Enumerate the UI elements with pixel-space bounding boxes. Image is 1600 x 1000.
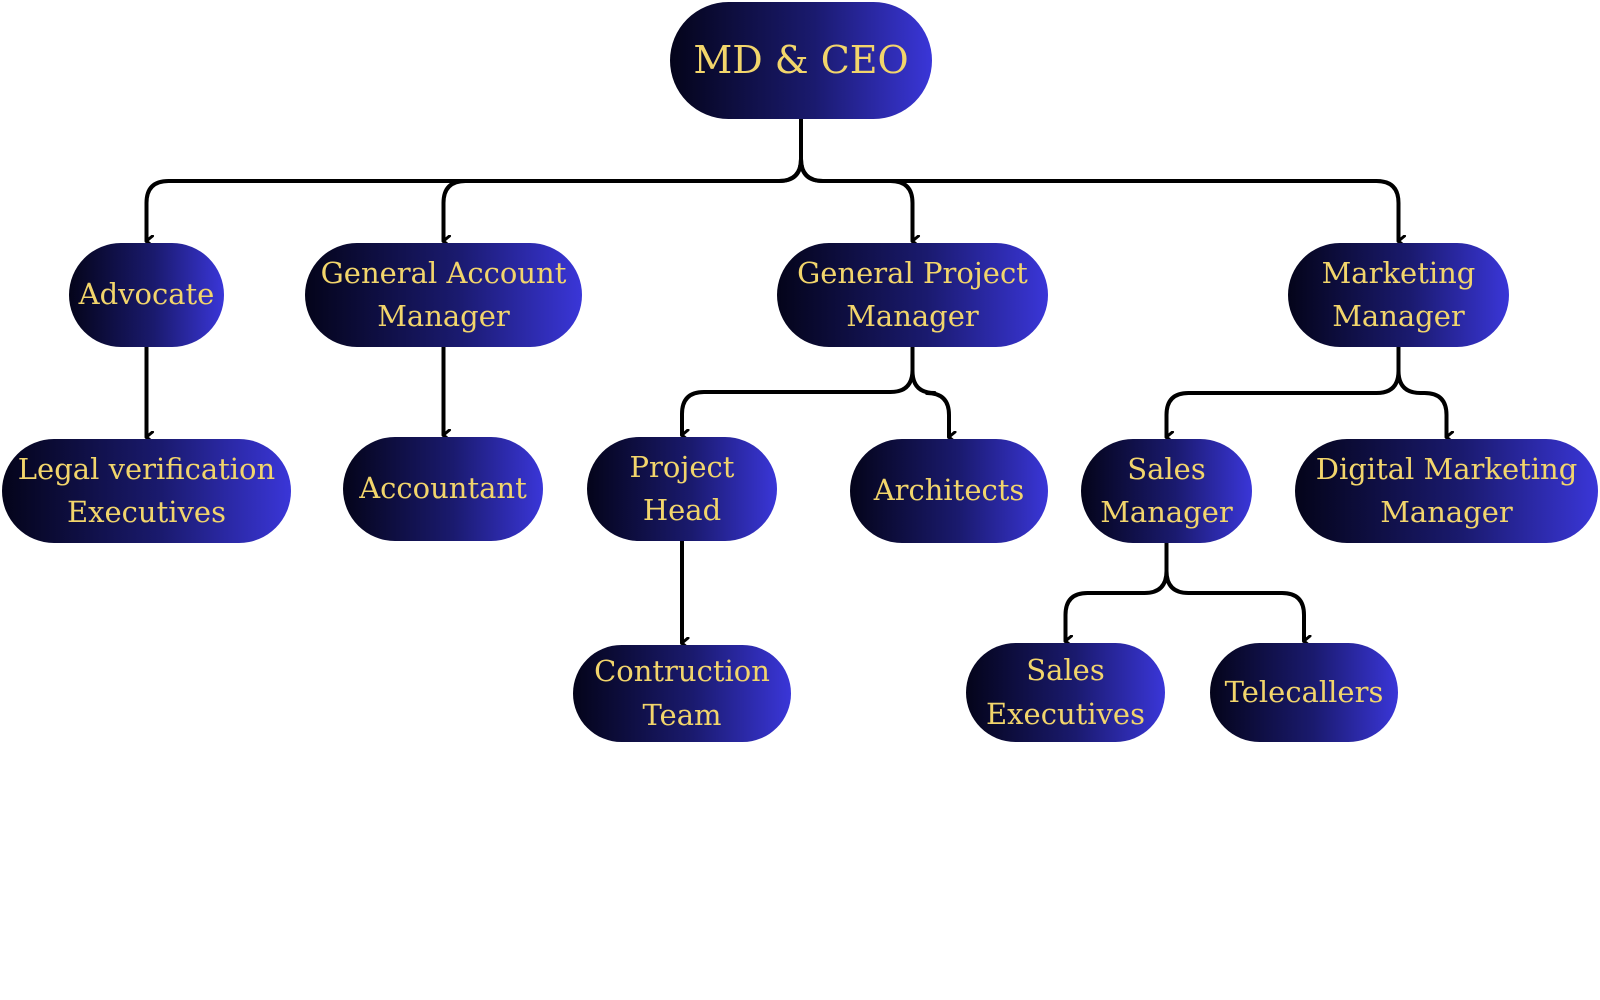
connector-md_ceo-to-general_account_manager — [441, 117, 803, 241]
node-marketing-manager: Marketing Manager — [1288, 243, 1509, 347]
node-general-project-manager: General Project Manager — [777, 243, 1048, 347]
node-project-head: Project Head — [587, 437, 777, 541]
node-label: Digital Marketing Manager — [1315, 451, 1578, 530]
connector-sales_manager-to-sales_executives — [1063, 541, 1169, 641]
node-general-account-manager: General Account Manager — [305, 243, 582, 347]
node-accountant: Accountant — [343, 437, 543, 541]
node-label: General Project Manager — [797, 255, 1028, 334]
node-label: Marketing Manager — [1321, 255, 1476, 334]
node-legal-verification-executives: Legal verification Executives — [2, 439, 291, 543]
node-contruction-team: Contruction Team — [573, 645, 791, 742]
node-label: Telecallers — [1224, 674, 1384, 709]
node-label: General Account Manager — [320, 255, 567, 334]
node-label: Contruction Team — [594, 654, 770, 732]
node-label: Sales Manager — [1100, 451, 1233, 530]
node-label: Accountant — [359, 471, 527, 506]
node-sales-executives: Sales Executives — [966, 643, 1165, 742]
connector-general_project_manager-to-architects — [910, 345, 950, 437]
node-telecallers: Telecallers — [1210, 643, 1398, 742]
node-label: MD & CEO — [693, 38, 909, 82]
node-md-ceo: MD & CEO — [670, 2, 932, 119]
node-label: Legal verification Executives — [17, 451, 276, 530]
node-label: Sales Executives — [986, 653, 1145, 731]
connector-md_ceo-to-marketing_manager — [799, 117, 1399, 241]
node-advocate: Advocate — [69, 243, 224, 347]
node-sales-manager: Sales Manager — [1081, 439, 1252, 543]
connector-general_project_manager-to-project_head — [680, 345, 915, 435]
node-digital-marketing-manager: Digital Marketing Manager — [1295, 439, 1598, 543]
node-architects: Architects — [850, 439, 1048, 543]
node-label: Architects — [873, 473, 1025, 508]
connector-marketing_manager-to-sales_manager — [1164, 345, 1401, 437]
connector-sales_manager-to-telecallers — [1164, 541, 1305, 641]
node-label: Advocate — [78, 277, 215, 312]
connector-marketing_manager-to-digital_marketing_manager — [1396, 345, 1447, 437]
node-label: Project Head — [629, 449, 735, 528]
